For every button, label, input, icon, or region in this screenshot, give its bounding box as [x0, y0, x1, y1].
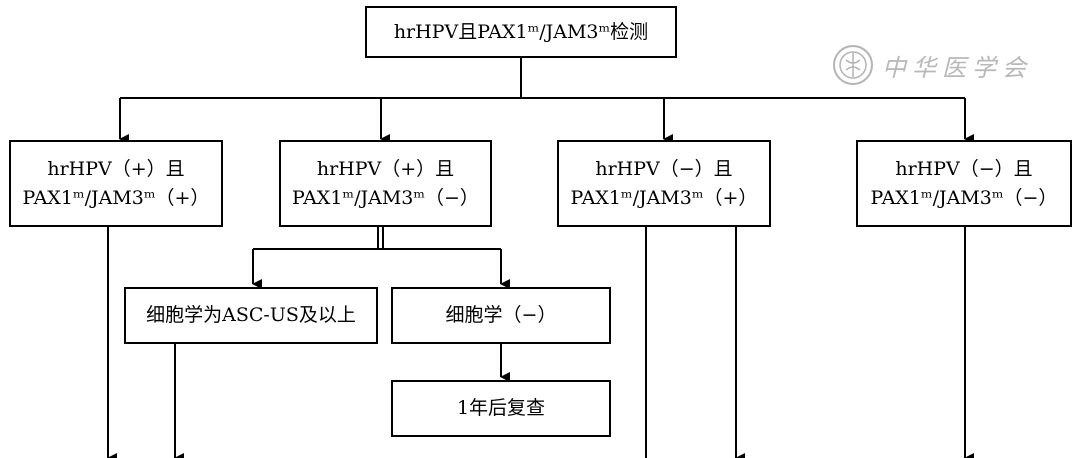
detection-box: hrHPV且PAX1ᵐ/JAM3ᵐ检测 [365, 6, 677, 58]
cytology-positive-box: 细胞学为ASC-US及以上 [124, 287, 378, 344]
watermark-text: 中华医学会 [882, 53, 1032, 82]
category-4-line2: PAX1ᵐ/JAM3ᵐ（−） [870, 186, 1058, 209]
detection-label: hrHPV且PAX1ᵐ/JAM3ᵐ检测 [393, 20, 649, 43]
category-1-line2: PAX1ᵐ/JAM3ᵐ（+） [22, 186, 210, 209]
cytology-positive-label: 细胞学为ASC-US及以上 [146, 304, 356, 326]
category-2-line1: hrHPV（+）且 [316, 157, 455, 180]
watermark: 中华医学会 [832, 44, 1032, 86]
category-box-2: hrHPV（+）且 PAX1ᵐ/JAM3ᵐ（−） [279, 140, 492, 227]
category-3-line2: PAX1ᵐ/JAM3ᵐ（+） [570, 186, 758, 209]
category-box-4: hrHPV（−）且 PAX1ᵐ/JAM3ᵐ（−） [856, 140, 1072, 227]
cytology-negative-label: 细胞学（−） [445, 304, 557, 326]
followup-label: 1年后复查 [456, 397, 546, 419]
category-4-line1: hrHPV（−）且 [895, 157, 1033, 180]
category-box-1: hrHPV（+）且 PAX1ᵐ/JAM3ᵐ（+） [9, 140, 223, 227]
society-seal-icon [833, 45, 873, 85]
category-box-3: hrHPV（−）且 PAX1ᵐ/JAM3ᵐ（+） [557, 140, 771, 227]
category-2-line2: PAX1ᵐ/JAM3ᵐ（−） [292, 186, 479, 209]
cytology-negative-box: 细胞学（−） [391, 287, 611, 344]
category-1-line1: hrHPV（+）且 [47, 157, 185, 180]
category-3-line1: hrHPV（−）且 [595, 157, 733, 180]
followup-box: 1年后复查 [391, 380, 611, 437]
